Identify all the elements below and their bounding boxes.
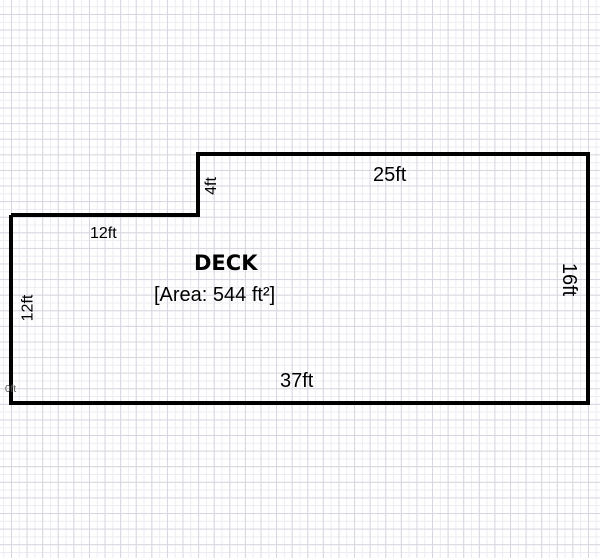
dimension-left: 12ft xyxy=(19,294,37,322)
dimension-top-left: 12ft xyxy=(90,225,117,242)
dimension-right: 16ft xyxy=(558,262,581,297)
deck-title: DECK xyxy=(194,251,258,275)
dimension-top-right: 25ft xyxy=(373,164,407,186)
dimension-step: 4ft xyxy=(202,177,220,195)
dimension-bottom: 37ft xyxy=(280,370,314,392)
deck-outline[interactable] xyxy=(9,152,590,405)
deck-area: [Area: 544 ft²] xyxy=(154,284,276,306)
origin-label: 0ft xyxy=(5,384,17,395)
